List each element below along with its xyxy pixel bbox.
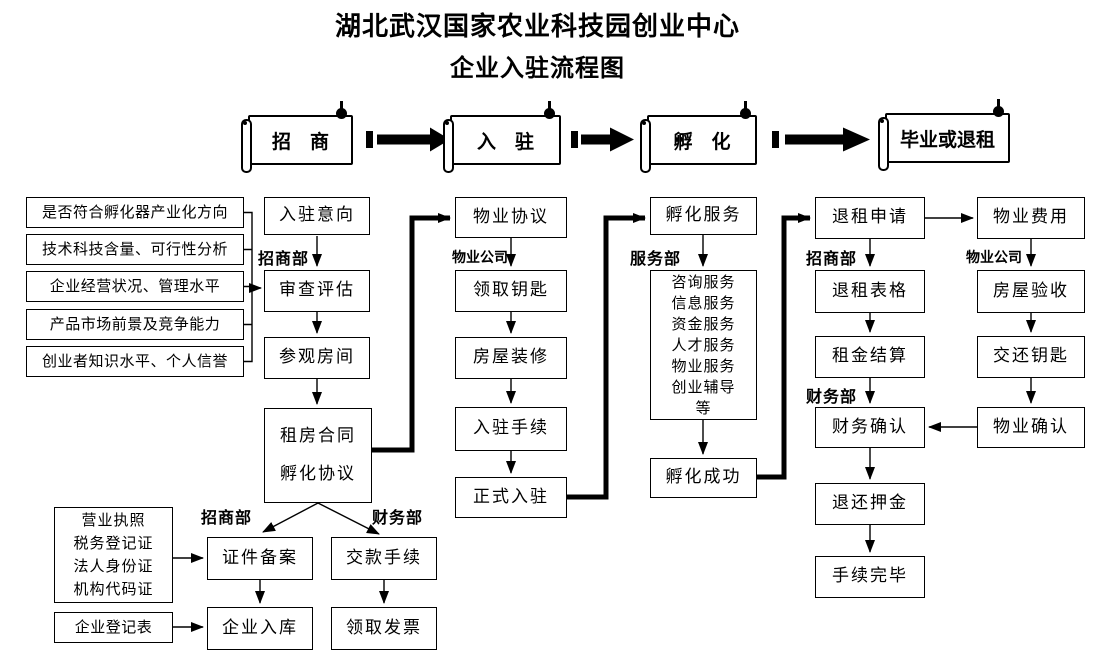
- scroll-knob-icon: [993, 99, 1004, 117]
- contract-line-1: 租房合同: [280, 425, 356, 446]
- node-termination-form: 退租表格: [815, 270, 925, 313]
- banner-label: 入 驻: [476, 130, 534, 153]
- node-criteria-5: 创业者知识水平、个人信誉: [26, 346, 244, 377]
- banner-biye-tuizu: 毕业或退租: [878, 99, 1010, 171]
- scroll-roll-icon: [640, 119, 651, 173]
- doc-line-4: 机构代码证: [73, 580, 154, 598]
- scroll-roll-icon: [878, 117, 889, 171]
- title-line2: 企业入驻流程图: [450, 54, 625, 82]
- service-line-4: 人才服务: [671, 335, 736, 354]
- node-rent-settlement: 租金结算: [815, 336, 925, 378]
- node-criteria-4: 产品市场前景及竞争能力: [26, 309, 244, 340]
- node-property-confirm: 物业确认: [977, 407, 1085, 448]
- node-payment-procedure: 交款手续: [331, 537, 437, 580]
- service-line-6: 创业辅导: [671, 377, 736, 396]
- node-return-keys: 交还钥匙: [977, 336, 1085, 378]
- node-service-list: 咨询服务 信息服务 资金服务 人才服务 物业服务 创业辅导 等: [650, 270, 757, 420]
- node-procedure-complete: 手续完毕: [815, 556, 925, 598]
- node-house-inspection: 房屋验收: [977, 270, 1085, 313]
- doc-line-2: 税务登记证: [73, 534, 154, 552]
- banner-label: 孵 化: [673, 130, 731, 153]
- banner-label: 招 商: [271, 130, 329, 153]
- node-certificate-filing: 证件备案: [207, 537, 313, 580]
- page-title: 湖北武汉国家农业科技园创业中心 企业入驻流程图: [0, 6, 1075, 83]
- dept-label-wuye-1: 物业公司: [452, 250, 508, 266]
- node-criteria-2: 技术科技含量、可行性分析: [26, 234, 244, 265]
- node-deposit-return: 退还押金: [815, 483, 925, 525]
- contract-line-2: 孵化协议: [280, 463, 356, 484]
- scroll-roll-icon: [443, 119, 454, 173]
- title-line1: 湖北武汉国家农业科技园创业中心: [334, 12, 740, 42]
- banner-fuhua: 孵 化: [640, 101, 757, 173]
- node-entry-intent: 入驻意向: [264, 197, 370, 235]
- node-registration-form: 企业登记表: [54, 612, 173, 643]
- node-visit-room: 参观房间: [264, 337, 370, 379]
- criteria-bracket: [244, 211, 253, 363]
- doc-line-1: 营业执照: [81, 511, 146, 529]
- banner-label: 毕业或退租: [899, 128, 995, 151]
- node-criteria-3: 企业经营状况、管理水平: [26, 271, 244, 302]
- service-line-2: 信息服务: [671, 293, 736, 312]
- node-documents: 营业执照 税务登记证 法人身份证 机构代码证: [54, 507, 173, 603]
- node-property-fee: 物业费用: [977, 197, 1085, 239]
- node-official-entry: 正式入驻: [455, 477, 567, 518]
- node-get-invoice: 领取发票: [331, 607, 437, 650]
- node-criteria-1: 是否符合孵化器产业化方向: [26, 197, 244, 228]
- node-entry-procedure: 入驻手续: [455, 407, 567, 451]
- dept-label-caiwu: 财务部: [806, 387, 858, 406]
- node-house-decoration: 房屋装修: [455, 337, 567, 379]
- node-termination-apply: 退租申请: [815, 197, 925, 239]
- banner-ruzhu: 入 驻: [443, 101, 561, 173]
- node-incubation-success: 孵化成功: [650, 458, 757, 498]
- service-line-3: 资金服务: [671, 314, 736, 333]
- dept-label-wuye-2: 物业公司: [966, 250, 1022, 266]
- dept-label-fuwu: 服务部: [630, 249, 682, 268]
- scroll-knob-icon: [336, 101, 347, 119]
- dept-label-caiwu-bottom: 财务部: [372, 508, 424, 527]
- scroll-knob-icon: [740, 101, 751, 119]
- node-enterprise-warehouse: 企业入库: [207, 607, 313, 650]
- scroll-knob-icon: [544, 101, 555, 119]
- node-contract: 租房合同 孵化协议: [264, 408, 372, 503]
- node-review: 审查评估: [264, 270, 370, 312]
- dept-label-zhaoshang-1: 招商部: [258, 249, 310, 268]
- doc-line-3: 法人身份证: [73, 557, 154, 575]
- dept-label-zhaoshang-bottom: 招商部: [201, 508, 253, 527]
- node-finance-confirm: 财务确认: [815, 407, 925, 448]
- banner-zhaoshang: 招 商: [241, 101, 353, 173]
- service-line-5: 物业服务: [671, 356, 736, 375]
- node-get-keys: 领取钥匙: [455, 270, 567, 312]
- scroll-roll-icon: [241, 119, 252, 173]
- node-property-agreement: 物业协议: [455, 197, 567, 238]
- service-line-1: 咨询服务: [671, 272, 736, 291]
- node-incubation-service: 孵化服务: [650, 197, 757, 235]
- dept-label-zhaoshang-2: 招商部: [806, 249, 858, 268]
- service-line-7: 等: [695, 398, 712, 417]
